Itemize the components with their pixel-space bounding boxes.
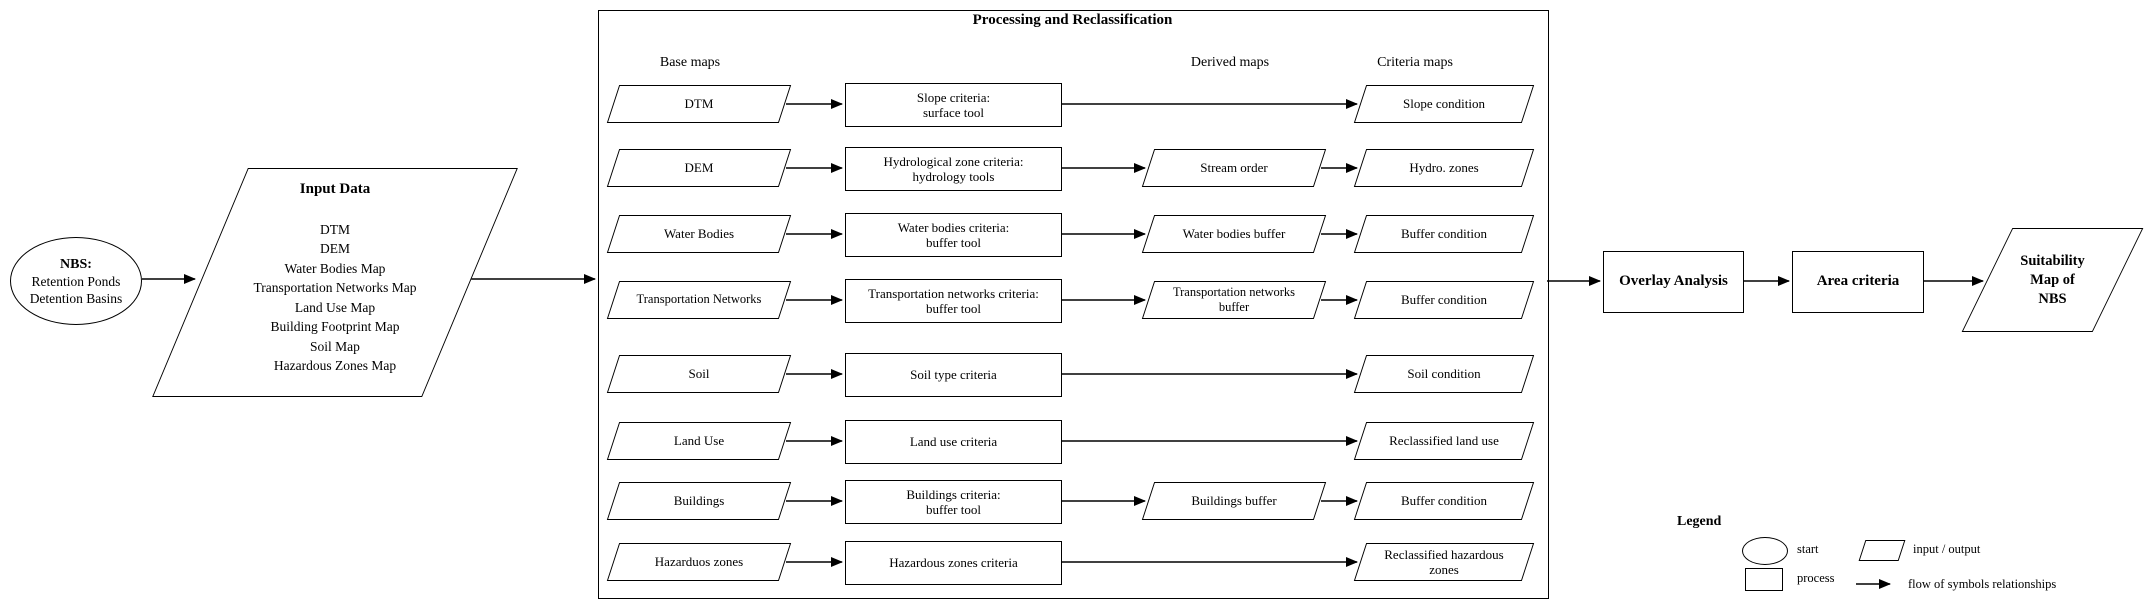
criteria-map-node: Buffer condition: [1353, 215, 1535, 253]
derived-maps-header: Derived maps: [1190, 55, 1270, 70]
base-map-node: Transportation Networks: [606, 281, 792, 319]
derived-map-node: Transportation networks buffer: [1141, 281, 1327, 319]
process-label: Hydrological zone criteria: hydrology to…: [883, 153, 1024, 185]
derived-map-label: Transportation networks buffer: [1172, 285, 1296, 314]
derived-map-node: Stream order: [1141, 149, 1327, 187]
criteria-map-node: Buffer condition: [1353, 482, 1535, 520]
base-map-node: Buildings: [606, 482, 792, 520]
criteria-maps-header: Criteria maps: [1377, 55, 1453, 70]
base-map-node: Water Bodies: [606, 215, 792, 253]
suitability-map-label: Suitability Map of NBS: [2020, 252, 2085, 307]
base-map-node: DEM: [606, 149, 792, 187]
legend-io-label: input / output: [1913, 542, 1981, 556]
base-map-label: Transportation Networks: [636, 292, 762, 307]
base-map-label: DTM: [684, 96, 714, 112]
legend-process-label: process: [1797, 571, 1835, 585]
processing-title: Processing and Reclassification: [972, 12, 1173, 28]
process-label: Land use criteria: [909, 434, 998, 450]
criteria-map-label: Hydro. zones: [1409, 160, 1479, 176]
base-map-label: Buildings: [673, 493, 725, 509]
derived-map-node: Buildings buffer: [1141, 482, 1327, 520]
suitability-map-node: Suitability Map of NBS: [1961, 228, 2144, 332]
criteria-map-node: Slope condition: [1353, 85, 1535, 123]
process-node: Hazardous zones criteria: [845, 541, 1062, 585]
criteria-map-node: Buffer condition: [1353, 281, 1535, 319]
input-item: DEM: [320, 241, 350, 256]
criteria-map-node: Reclassified land use: [1353, 422, 1535, 460]
criteria-map-node: Reclassified hazardous zones: [1353, 543, 1535, 581]
process-label: Slope criteria: surface tool: [916, 89, 991, 121]
legend-process-symbol: [1745, 568, 1783, 591]
criteria-map-label: Buffer condition: [1400, 226, 1488, 242]
legend-start-label: start: [1797, 542, 1819, 556]
input-item: DTM: [320, 221, 350, 237]
process-node: Transportation networks criteria: buffer…: [845, 279, 1062, 323]
process-label: Buildings criteria: buffer tool: [906, 486, 1001, 518]
derived-map-label: Water bodies buffer: [1182, 226, 1286, 242]
legend-title: Legend: [1677, 514, 1722, 529]
input-item: Transportation Networks Map: [253, 280, 417, 295]
legend-start-symbol: [1742, 537, 1788, 565]
process-node: Land use criteria: [845, 420, 1062, 464]
criteria-map-label: Soil condition: [1407, 366, 1481, 382]
base-maps-header: Base maps: [659, 55, 721, 70]
legend-io-symbol: [1858, 540, 1906, 561]
derived-map-label: Stream order: [1200, 160, 1268, 176]
area-criteria-node: Area criteria: [1792, 251, 1924, 313]
criteria-map-label: Buffer condition: [1400, 292, 1488, 308]
overlay-analysis-label: Overlay Analysis: [1619, 273, 1728, 290]
base-map-node: DTM: [606, 85, 792, 123]
area-criteria-label: Area criteria: [1816, 273, 1900, 290]
process-label: Hazardous zones criteria: [889, 555, 1018, 571]
base-map-label: DEM: [684, 160, 714, 176]
input-item: Water Bodies Map: [284, 260, 386, 276]
process-node: Buildings criteria: buffer tool: [845, 480, 1062, 524]
input-item: Soil Map: [310, 338, 360, 354]
criteria-map-label: Slope condition: [1403, 96, 1485, 112]
input-item: Hazardous Zones Map: [273, 358, 397, 373]
derived-map-node: Water bodies buffer: [1141, 215, 1327, 253]
criteria-map-label: Buffer condition: [1400, 493, 1488, 509]
criteria-map-node: Hydro. zones: [1353, 149, 1535, 187]
start-node: NBS: Retention Ponds Detention Basins: [10, 237, 142, 325]
process-node: Soil type criteria: [845, 353, 1062, 397]
base-map-label: Soil: [688, 366, 710, 382]
process-label: Water bodies criteria: buffer tool: [897, 219, 1010, 251]
process-node: Slope criteria: surface tool: [845, 83, 1062, 127]
overlay-analysis-node: Overlay Analysis: [1603, 251, 1744, 313]
base-map-node: Hazarduos zones: [606, 543, 792, 581]
input-item: Land Use Map: [294, 299, 376, 315]
criteria-map-label: Reclassified hazardous zones: [1384, 547, 1504, 577]
process-label: Transportation networks criteria: buffer…: [868, 285, 1039, 317]
legend-flow-label: flow of symbols relationships: [1908, 577, 2057, 591]
base-map-label: Water Bodies: [663, 226, 735, 242]
base-map-node: Land Use: [606, 422, 792, 460]
process-node: Water bodies criteria: buffer tool: [845, 213, 1062, 257]
process-label: Soil type criteria: [910, 367, 997, 383]
criteria-map-label: Reclassified land use: [1389, 433, 1499, 449]
start-node-lines: Retention Ponds Detention Basins: [29, 273, 123, 306]
input-data-node: Input Data DTM DEM Water Bodies Map Tran…: [152, 168, 518, 397]
process-node: Hydrological zone criteria: hydrology to…: [845, 147, 1062, 191]
input-data-title: Input Data: [299, 181, 371, 197]
derived-map-label: Buildings buffer: [1191, 493, 1277, 509]
base-map-label: Land Use: [673, 433, 725, 449]
base-map-node: Soil: [606, 355, 792, 393]
start-node-title: NBS:: [60, 256, 92, 272]
input-item: Building Footprint Map: [270, 319, 400, 334]
criteria-map-node: Soil condition: [1353, 355, 1535, 393]
base-map-label: Hazarduos zones: [654, 554, 744, 570]
shape-outline: [1858, 540, 1906, 561]
